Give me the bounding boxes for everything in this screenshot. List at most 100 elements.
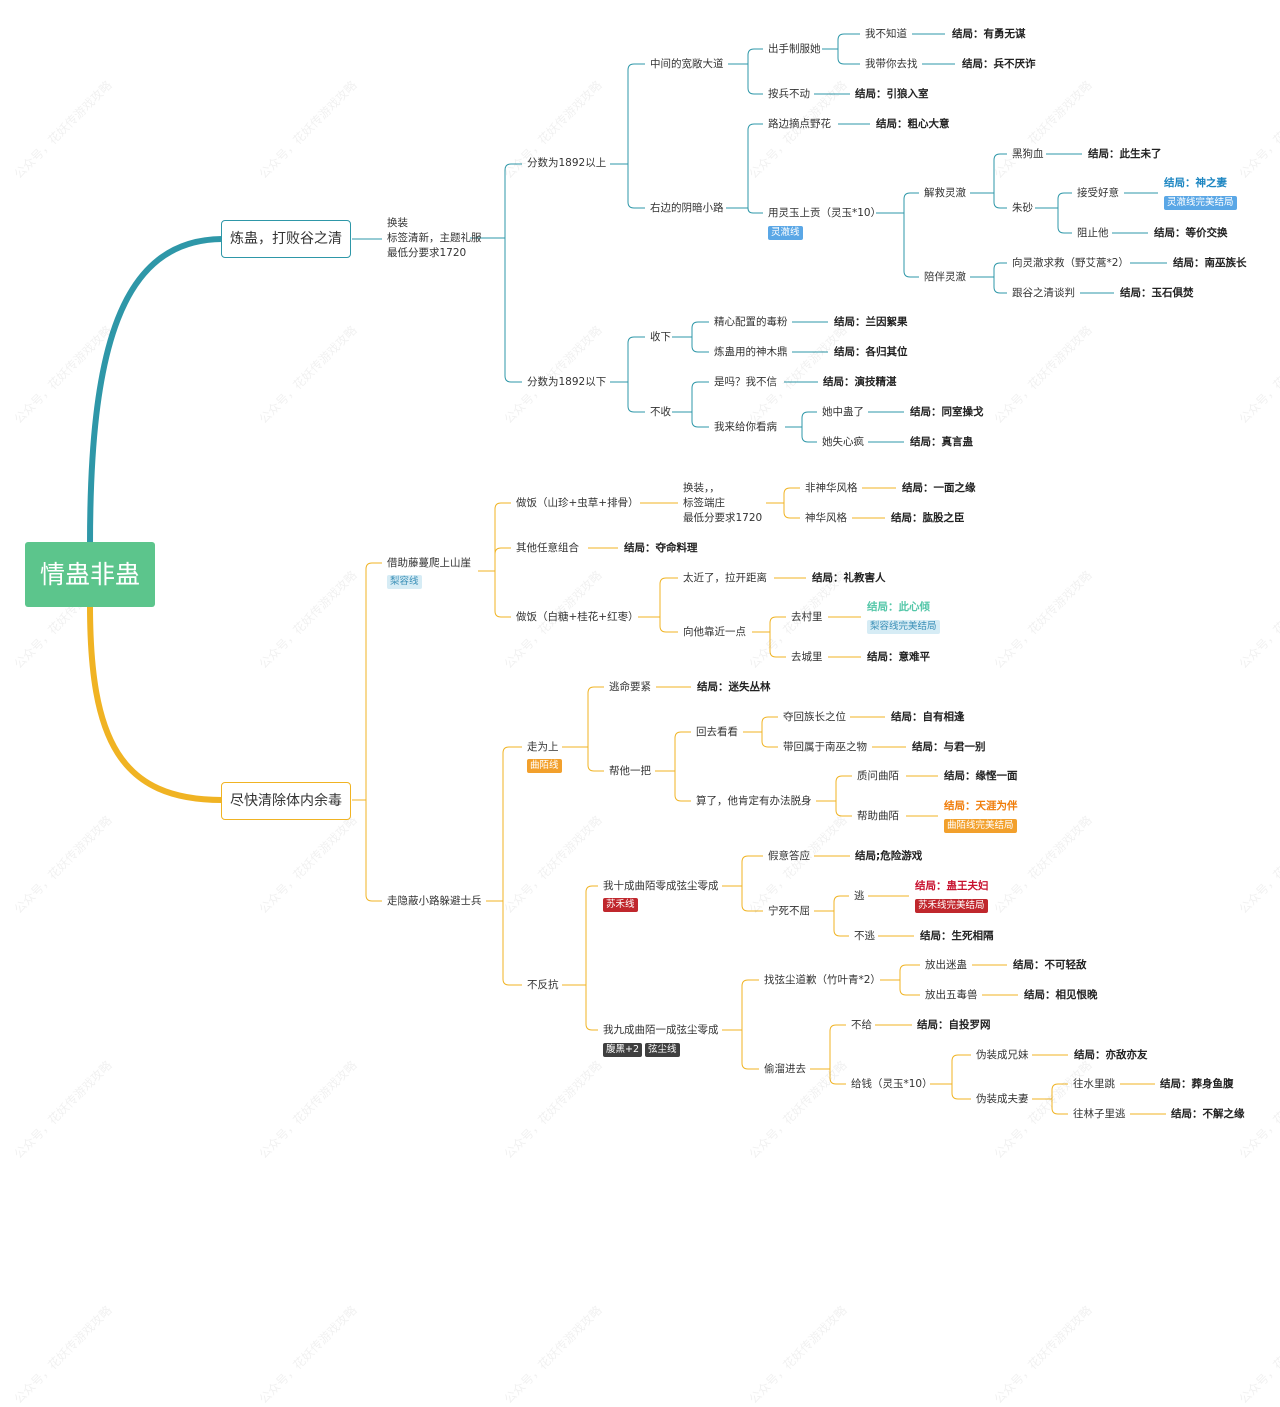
node-keep-distance[interactable]: 太近了，拉开距离 — [683, 572, 767, 584]
node-ask-help[interactable]: 向灵澈求救（野艾蒿*2） — [1012, 257, 1129, 269]
node-climb-cliff[interactable]: 借助藤蔓爬上山崖 — [387, 557, 471, 569]
node-dog-blood[interactable]: 黑狗血 — [1012, 148, 1044, 160]
node-accept-kindness[interactable]: 接受好意 — [1077, 187, 1119, 199]
node-ten-parts[interactable]: 我十成曲陌零成弦尘零成 — [603, 880, 719, 892]
route-tag: 梨容线 — [387, 575, 422, 589]
node-assist[interactable]: 帮助曲陌 — [857, 810, 899, 822]
node-mad[interactable]: 她失心疯 — [822, 436, 864, 448]
connector-line — [785, 411, 817, 428]
node-siblings[interactable]: 伪装成兄妹 — [976, 1049, 1029, 1061]
node-shenhua[interactable]: 神华风格 — [805, 512, 847, 524]
perfect-ending-tag: 灵澈线完美结局 — [1164, 196, 1237, 210]
node-take-you[interactable]: 我带你去找 — [865, 58, 918, 70]
node-negotiate[interactable]: 跟谷之清谈判 — [1012, 287, 1075, 299]
node-other-combo[interactable]: 其他任意组合 — [516, 542, 579, 554]
perfect-ending-tag: 梨容线完美结局 — [867, 620, 940, 634]
ending-node: 结局：有勇无谋 — [952, 28, 1026, 40]
connector-line — [743, 731, 778, 748]
ending-node: 结局：迷失丛林 — [697, 681, 771, 693]
node-non-shenhua[interactable]: 非神华风格 — [805, 482, 858, 494]
note-outfit-requirement: 换装 标签清新，主题礼服 最低分要求1720 — [387, 217, 482, 259]
ending-node: 结局：不解之缘 — [1171, 1108, 1245, 1120]
node-apologize[interactable]: 找弦尘道歉（竹叶青*2） — [764, 974, 881, 986]
perfect-ending-tag: 苏禾线完美结局 — [915, 899, 988, 913]
connector-line — [638, 577, 678, 618]
node-release-beast[interactable]: 放出五毒兽 — [925, 989, 978, 1001]
node-nine-parts[interactable]: 我九成曲陌一成弦尘零成 — [603, 1024, 719, 1036]
route-tag: 灵澈线 — [768, 226, 803, 240]
node-move-closer[interactable]: 向他靠近一点 — [683, 626, 746, 638]
node-question[interactable]: 质问曲陌 — [857, 770, 899, 782]
node-cure[interactable]: 我来给你看病 — [714, 421, 777, 433]
node-sneak-in[interactable]: 偷溜进去 — [764, 1063, 806, 1075]
branch-node-refine-gu[interactable]: 炼蛊，打败谷之清 — [221, 220, 351, 258]
node-no-pay[interactable]: 不给 — [851, 1019, 872, 1031]
node-cook-2[interactable]: 做饭（白糖+桂花+红枣） — [516, 611, 639, 623]
connector-line — [562, 885, 598, 986]
node-dark-road[interactable]: 右边的阴暗小路 — [650, 202, 724, 214]
connector-line — [655, 770, 691, 802]
node-doubt[interactable]: 是吗？我不信 — [714, 376, 777, 388]
connector-line — [478, 570, 511, 618]
connector-line — [930, 1054, 971, 1085]
ending-node: 结局：不可轻敌 — [1013, 959, 1087, 971]
node-run-away[interactable]: 走为上 — [527, 741, 559, 753]
connector-line — [722, 1029, 759, 1070]
node-hidden-path[interactable]: 走隐蔽小路躲避士兵 — [387, 895, 482, 907]
node-middle-road[interactable]: 中间的宽敞大道 — [650, 58, 724, 70]
node-run-forest[interactable]: 往林子里逃 — [1073, 1108, 1126, 1120]
node-flee[interactable]: 逃命要紧 — [609, 681, 651, 693]
node-pay-jade[interactable]: 给钱（灵玉*10） — [851, 1078, 933, 1090]
ending-node: 结局：夺命料理 — [624, 542, 698, 554]
connector-line — [810, 1024, 846, 1070]
node-refuse[interactable]: 不收 — [650, 406, 671, 418]
node-stop-him[interactable]: 阻止他 — [1077, 227, 1109, 239]
node-never-yield[interactable]: 宁死不屈 — [768, 905, 810, 917]
route-tag: 苏禾线 — [603, 898, 638, 912]
node-offer-jade[interactable]: 用灵玉上贡（灵玉*10） — [768, 207, 882, 219]
connector-line — [970, 192, 1007, 209]
connector-line — [728, 63, 763, 95]
node-take-back[interactable]: 带回属于南巫之物 — [783, 741, 867, 753]
ending-node: 结局：演技精湛 — [823, 376, 897, 388]
node-dont-know[interactable]: 我不知道 — [865, 28, 907, 40]
ending-node: 结局：肱股之臣 — [891, 512, 965, 524]
node-pretend-agree[interactable]: 假意答应 — [768, 850, 810, 862]
node-cauldron[interactable]: 炼蛊用的神木鼎 — [714, 346, 788, 358]
branch-node-clear-poison[interactable]: 尽快清除体内余毒 — [221, 782, 351, 820]
node-pick-flowers[interactable]: 路边摘点野花 — [768, 118, 831, 130]
node-couple[interactable]: 伪装成夫妻 — [976, 1093, 1029, 1105]
node-go-city[interactable]: 去城里 — [791, 651, 823, 663]
ending-node: 结局：同室操戈 — [910, 406, 984, 418]
node-release-maze[interactable]: 放出迷蛊 — [925, 959, 967, 971]
node-score-above[interactable]: 分数为1892以上 — [527, 157, 607, 169]
node-rescue[interactable]: 解救灵澈 — [924, 187, 966, 199]
node-accept[interactable]: 收下 — [650, 331, 671, 343]
node-hold-still[interactable]: 按兵不动 — [768, 88, 810, 100]
ending-node: 结局：自投罗网 — [917, 1019, 991, 1031]
node-poison-powder[interactable]: 精心配置的毒粉 — [714, 316, 788, 328]
node-poisoned[interactable]: 她中蛊了 — [822, 406, 864, 418]
node-subdue-her[interactable]: 出手制服她 — [768, 43, 821, 55]
node-accompany[interactable]: 陪伴灵澈 — [924, 271, 966, 283]
connector-line — [810, 1068, 846, 1085]
node-no-resist[interactable]: 不反抗 — [527, 979, 559, 991]
connector-line — [876, 212, 919, 278]
root-node[interactable]: 情蛊非蛊 — [25, 542, 155, 607]
node-cook-1[interactable]: 做饭（山珍+虫草+排骨） — [516, 497, 639, 509]
node-go-back[interactable]: 回去看看 — [696, 726, 738, 738]
connector-line — [610, 163, 645, 209]
ending-node: 结局：生死相隔 — [920, 930, 994, 942]
node-jump-water[interactable]: 往水里跳 — [1073, 1078, 1115, 1090]
node-cinnabar[interactable]: 朱砂 — [1012, 202, 1033, 214]
node-help-him[interactable]: 帮他一把 — [609, 765, 651, 777]
node-forget-it[interactable]: 算了，他肯定有办法脱身 — [696, 795, 812, 807]
connector-line — [352, 799, 382, 902]
node-score-below[interactable]: 分数为1892以下 — [527, 376, 607, 388]
node-go-village[interactable]: 去村里 — [791, 611, 823, 623]
node-seize-position[interactable]: 夺回族长之位 — [783, 711, 846, 723]
node-escape[interactable]: 逃 — [854, 890, 865, 902]
connector-root-branch1 — [87, 236, 225, 548]
node-not-escape[interactable]: 不逃 — [854, 930, 875, 942]
connector-line — [722, 855, 763, 887]
